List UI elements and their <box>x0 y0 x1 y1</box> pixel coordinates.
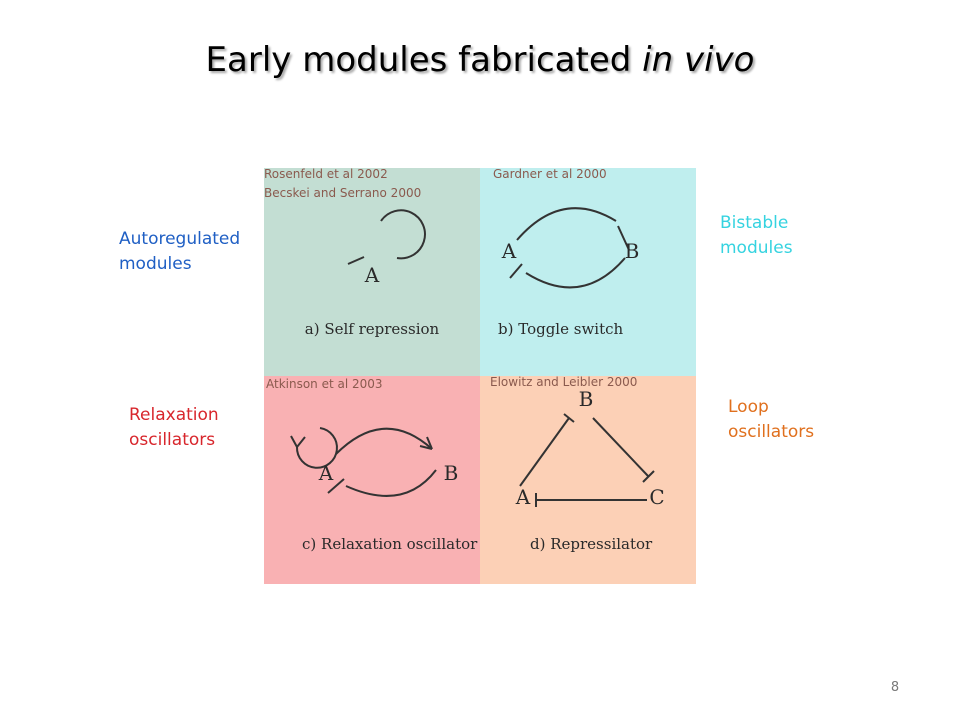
label-relaxation-line2: oscillators <box>129 430 216 450</box>
label-loop-line1: Loop <box>728 397 769 417</box>
citation-atkinson: Atkinson et al 2003 <box>266 377 383 391</box>
label-loop-oscillators: Loop oscillators <box>728 395 814 445</box>
node-a: A <box>364 263 380 287</box>
node-a: A <box>318 461 334 485</box>
quadrant-toggle-switch: A B b) Toggle switch Gardner et al 2000 <box>480 167 696 376</box>
node-b: B <box>625 239 640 263</box>
caption-toggle-switch: b) Toggle switch <box>498 320 624 338</box>
label-loop-line2: oscillators <box>728 422 815 442</box>
quadrant-repressilator: B A C d) Repressilator Elowitz and Leibl… <box>480 375 696 584</box>
page-number: 8 <box>890 680 900 695</box>
toggle-switch-diagram: A B b) Toggle switch <box>498 207 640 338</box>
label-relaxation-oscillators: Relaxation oscillators <box>129 403 219 453</box>
citation-rosenfeld: Rosenfeld et al 2002 <box>264 167 388 181</box>
repressilator-diagram: B A C d) Repressilator <box>515 387 665 553</box>
node-b: B <box>579 387 594 411</box>
citation-becskei: Becskei and Serrano 2000 <box>264 186 422 200</box>
quadrant-self-repression: A a) Self repression Rosenfeld et al 200… <box>264 167 480 376</box>
citation-elowitz: Elowitz and Leibler 2000 <box>490 375 638 389</box>
label-bistable-line1: Bistable <box>720 213 789 233</box>
node-b: B <box>444 461 459 485</box>
slide-title: Early modules fabricated in vivo <box>0 40 960 80</box>
slide-title-main: Early modules fabricated <box>205 40 643 80</box>
caption-relaxation-oscillator: c) Relaxation oscillator <box>302 535 478 553</box>
node-c: C <box>649 485 664 509</box>
label-bistable-line2: modules <box>720 238 793 258</box>
relaxation-oscillator-diagram: A B c) Relaxation oscillator <box>290 427 478 553</box>
label-autoregulated-line2: modules <box>119 254 192 274</box>
label-relaxation-line1: Relaxation <box>129 405 219 425</box>
slide-title-italic: in vivo <box>642 40 755 80</box>
quadrant-relaxation-oscillator: A B c) Relaxation oscillator Atkinson et… <box>264 376 480 584</box>
label-bistable-modules: Bistable modules <box>720 211 793 261</box>
caption-repressilator: d) Repressilator <box>530 535 653 553</box>
label-autoregulated-line1: Autoregulated <box>119 229 241 249</box>
self-repression-diagram: A a) Self repression <box>305 209 440 338</box>
node-a: A <box>501 239 517 263</box>
citation-gardner: Gardner et al 2000 <box>493 167 607 181</box>
caption-self-repression: a) Self repression <box>305 320 440 338</box>
label-autoregulated-modules: Autoregulated modules <box>119 227 240 277</box>
node-a: A <box>515 485 531 509</box>
